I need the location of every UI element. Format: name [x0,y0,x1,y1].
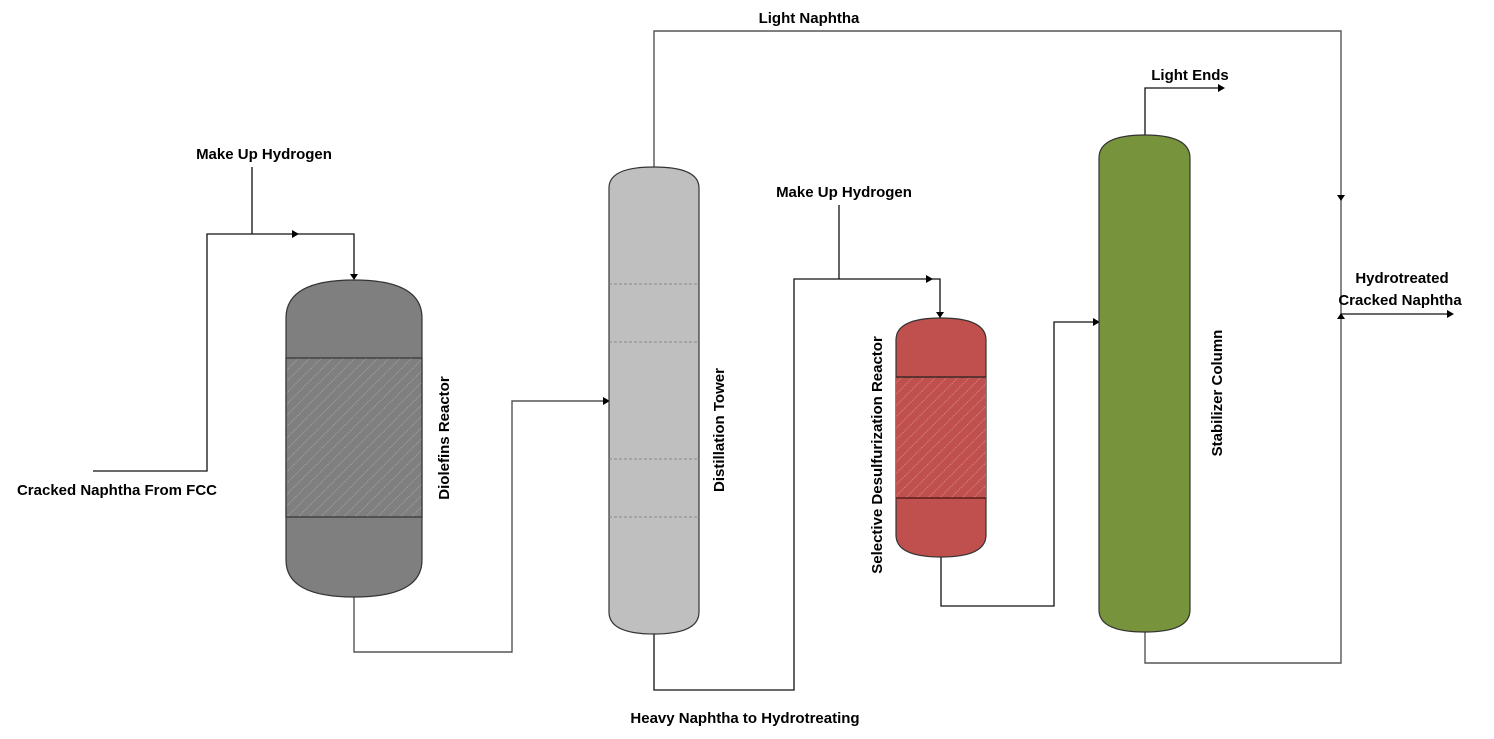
diolefins-reactor-catalyst-bed [285,357,423,518]
distillation-tower-body [608,166,700,635]
sdr-catalyst-bed [896,377,986,498]
feed-arrow [292,230,299,238]
makeup-hydrogen-1-label: Make Up Hydrogen [196,146,332,163]
reactor-to-tower-line [353,400,609,653]
heavy-naphtha-line [653,278,941,691]
tower-inlet-arrow [603,397,610,405]
diolefins-reactor[interactable] [285,279,423,598]
distillation-tower[interactable] [608,166,700,635]
sdr-inlet-arrow [936,312,944,318]
stabilizer-body [1098,134,1191,633]
light-ends-line [1144,87,1220,135]
light-naphtha-arrow [1337,195,1345,201]
light-ends-arrow [1218,84,1225,92]
stabilizer-column[interactable] [1098,134,1191,633]
light-ends-label: Light Ends [1151,67,1229,84]
stabilizer-inlet-arrow [1093,318,1100,326]
feed-inlet-arrow [350,274,358,280]
sdr-label: Selective Desulfurization Reactor [869,336,886,574]
sdr-to-stabilizer-line [940,321,1099,607]
heavy-naphtha-arrow [926,275,933,283]
feed-label: Cracked Naphtha From FCC [17,482,217,499]
light-naphtha-line [653,30,1342,664]
product-label-line1: Hydrotreated [1355,270,1448,287]
selective-desulfurization-reactor[interactable] [895,317,987,558]
heavy-naphtha-label: Heavy Naphtha to Hydrotreating [630,710,859,727]
stabilizer-bottoms-arrow [1337,313,1345,319]
light-naphtha-label: Light Naphtha [759,10,860,27]
stabilizer-label: Stabilizer Column [1209,330,1226,457]
feed-line [93,233,355,472]
product-label-line2: Cracked Naphtha [1338,292,1462,309]
product-arrow [1447,310,1454,318]
diolefins-reactor-label: Diolefins Reactor [436,376,453,500]
distillation-tower-label: Distillation Tower [711,368,728,492]
makeup-hydrogen-2-label: Make Up Hydrogen [776,184,912,201]
